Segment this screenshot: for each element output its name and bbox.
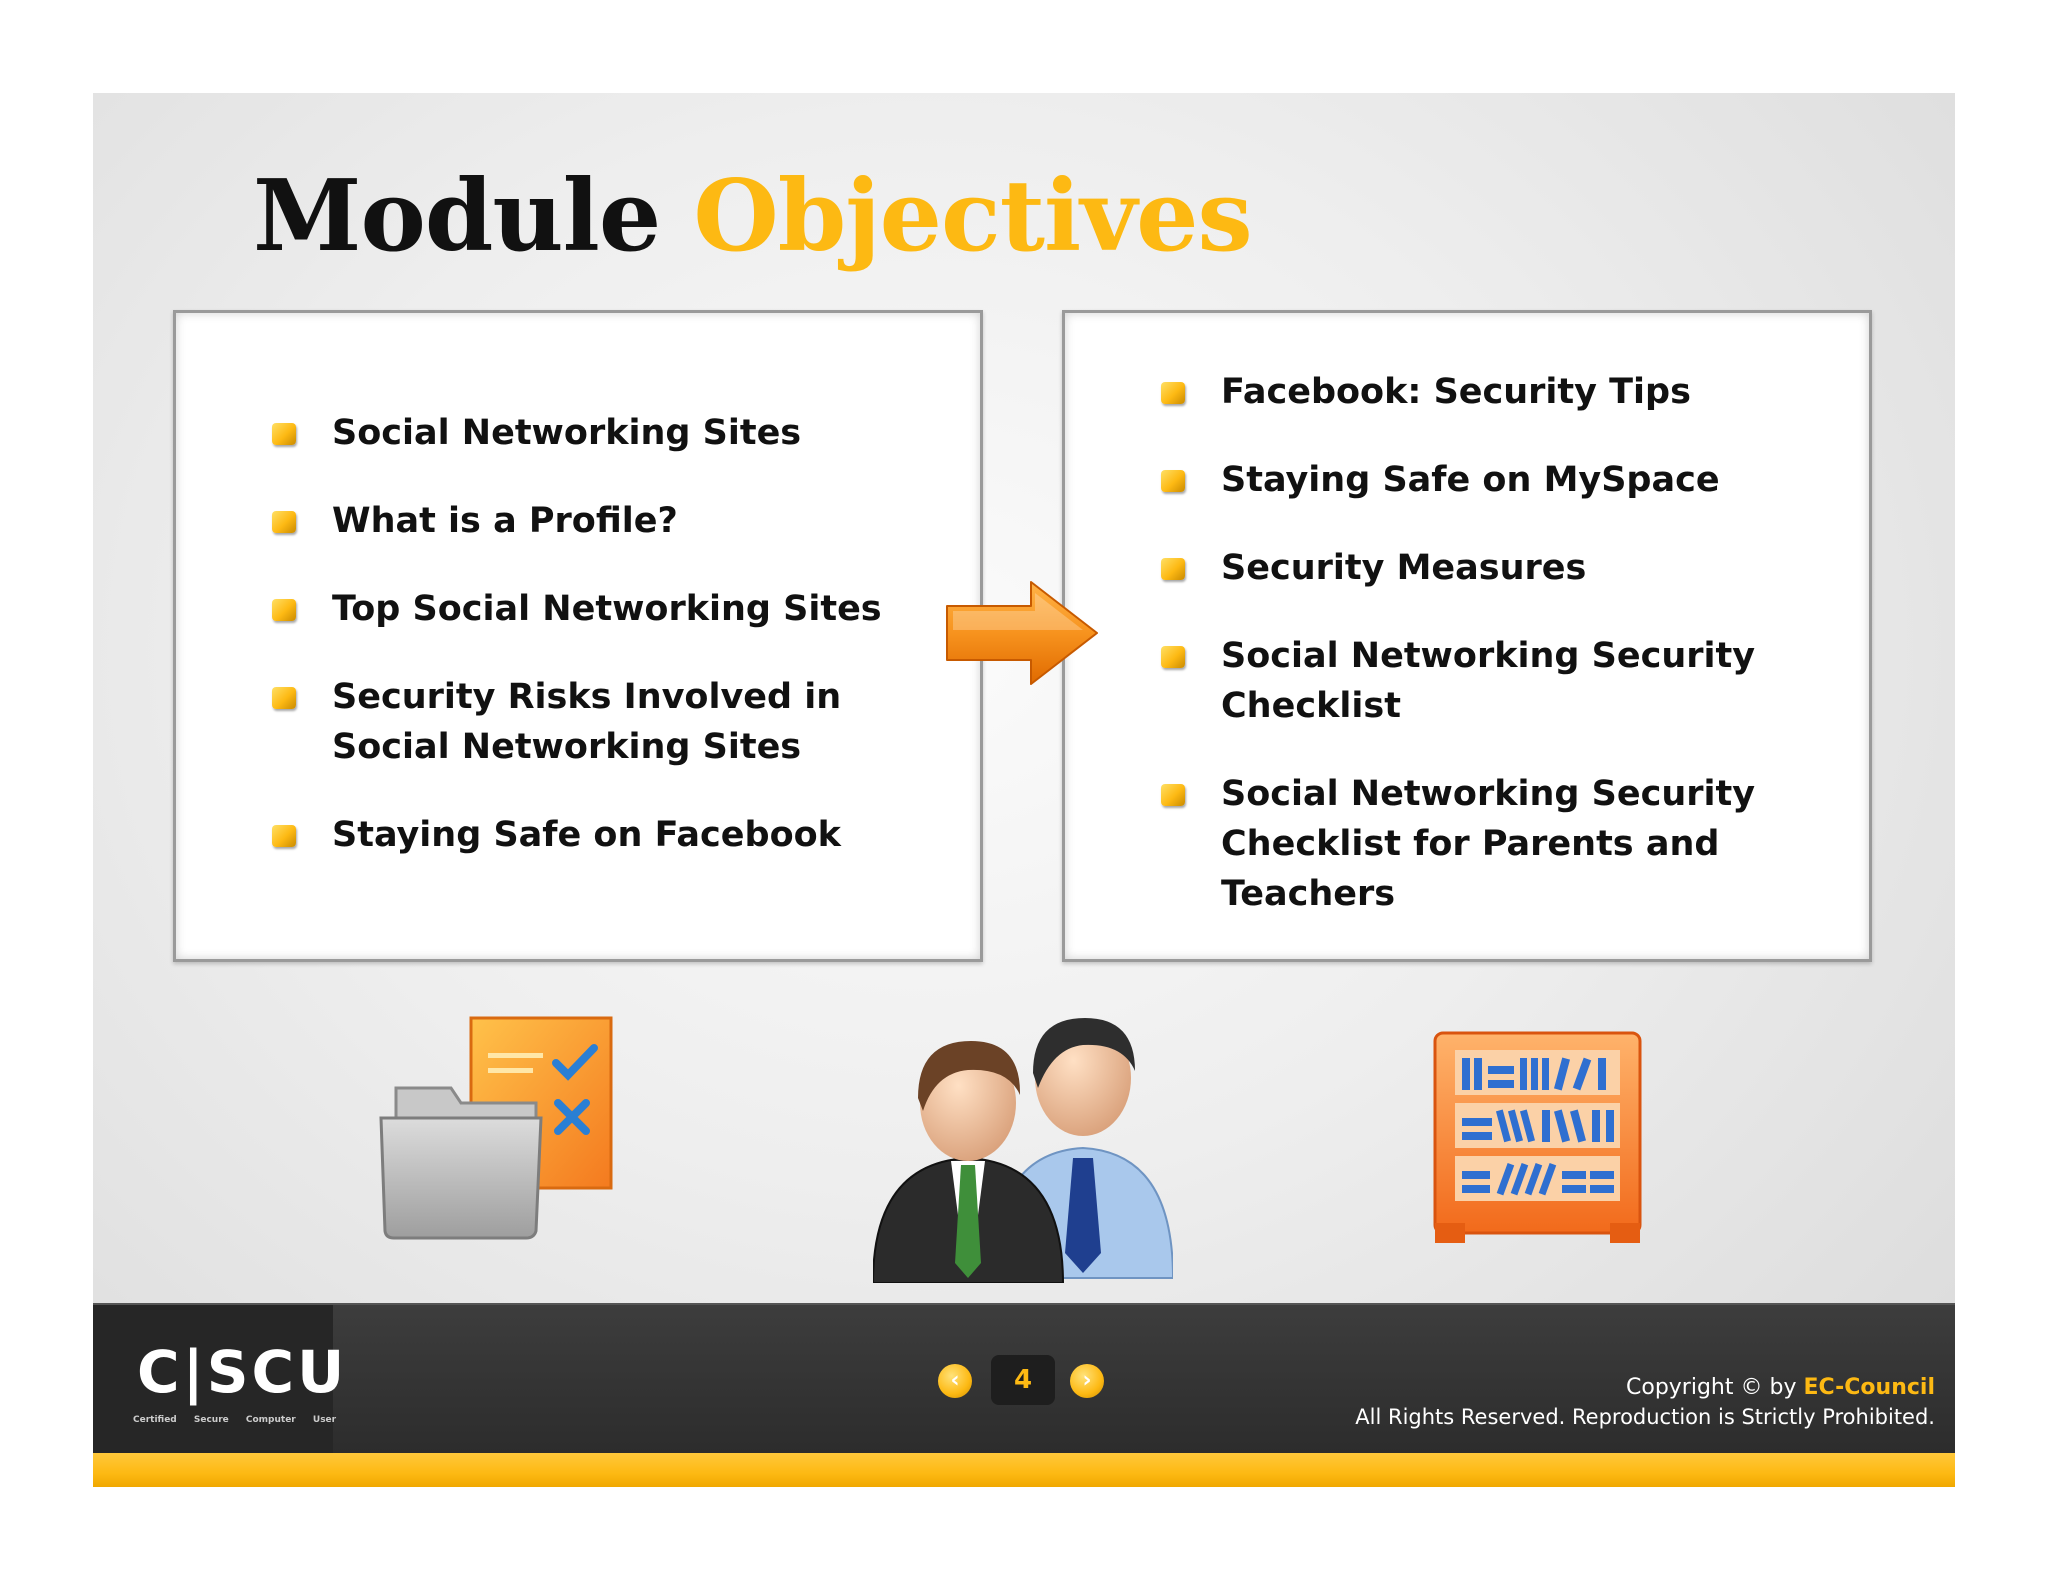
copyright-line: Copyright © by EC-Council <box>1626 1375 1935 1400</box>
copyright-prefix: Copyright © by <box>1626 1375 1797 1400</box>
list-item: Social Networking Security Checklist for… <box>1161 769 1821 919</box>
checklist-folder-icon <box>379 1016 613 1240</box>
title-word-objectives: Objectives <box>693 159 1252 274</box>
logo: C|SCU Certified Secure Computer User <box>93 1305 344 1455</box>
title-word-module: Module <box>253 159 661 274</box>
left-objectives-list: Social Networking Sites What is a Profil… <box>272 408 932 898</box>
list-item-label: Social Networking Sites <box>332 413 802 453</box>
list-item-label: Security Measures <box>1221 548 1587 588</box>
users-icon <box>873 1018 1173 1283</box>
list-item-label: Security Risks Involved in Social Networ… <box>332 677 842 767</box>
list-item-label: Top Social Networking Sites <box>332 589 882 629</box>
list-item-label: Facebook: Security Tips <box>1221 372 1691 412</box>
bullet-icon <box>1161 646 1185 668</box>
slide: Module Objectives Social Networking Site… <box>93 93 1955 1487</box>
page-number: 4 <box>991 1355 1055 1405</box>
list-item: Security Measures <box>1161 543 1821 593</box>
prev-page-button[interactable]: ‹ <box>938 1364 972 1398</box>
bullet-icon <box>1161 784 1185 806</box>
right-objectives-list: Facebook: Security Tips Staying Safe on … <box>1161 367 1821 957</box>
right-objectives-panel: Facebook: Security Tips Staying Safe on … <box>1062 310 1872 962</box>
list-item-label: Staying Safe on Facebook <box>332 815 841 855</box>
bullet-icon <box>272 599 296 621</box>
list-item: Security Risks Involved in Social Networ… <box>272 672 932 772</box>
list-item: Top Social Networking Sites <box>272 584 932 634</box>
bookshelf-icon <box>1433 1031 1642 1243</box>
left-objectives-panel: Social Networking Sites What is a Profil… <box>173 310 983 962</box>
list-item: Facebook: Security Tips <box>1161 367 1821 417</box>
copyright-brand: EC-Council <box>1803 1375 1935 1400</box>
bullet-icon <box>1161 382 1185 404</box>
logo-wordmark: C|SCU <box>137 1338 348 1406</box>
list-item-label: Social Networking Security Checklist <box>1221 636 1756 726</box>
list-item-label: What is a Profile? <box>332 501 678 541</box>
bullet-icon <box>1161 470 1185 492</box>
list-item-label: Social Networking Security Checklist for… <box>1221 774 1756 914</box>
footer-accent-stripe <box>93 1453 1955 1487</box>
bullet-icon <box>272 511 296 533</box>
list-item: Social Networking Security Checklist <box>1161 631 1821 731</box>
chevron-right-icon: › <box>1082 1368 1092 1393</box>
page-title: Module Objectives <box>253 163 1253 271</box>
bullet-icon <box>1161 558 1185 580</box>
bullet-icon <box>272 687 296 709</box>
logo-subtitle: Certified Secure Computer User <box>133 1415 337 1425</box>
next-page-button[interactable]: › <box>1070 1364 1104 1398</box>
arrow-right-icon <box>946 581 1098 685</box>
bullet-icon <box>272 825 296 847</box>
footer-bar: C|SCU Certified Secure Computer User ‹ 4… <box>93 1303 1955 1455</box>
chevron-left-icon: ‹ <box>950 1368 960 1393</box>
rights-text: All Rights Reserved. Reproduction is Str… <box>1355 1405 1935 1429</box>
list-item: Staying Safe on Facebook <box>272 810 932 860</box>
list-item: What is a Profile? <box>272 496 932 546</box>
list-item: Social Networking Sites <box>272 408 932 458</box>
list-item: Staying Safe on MySpace <box>1161 455 1821 505</box>
bullet-icon <box>272 423 296 445</box>
list-item-label: Staying Safe on MySpace <box>1221 460 1720 500</box>
